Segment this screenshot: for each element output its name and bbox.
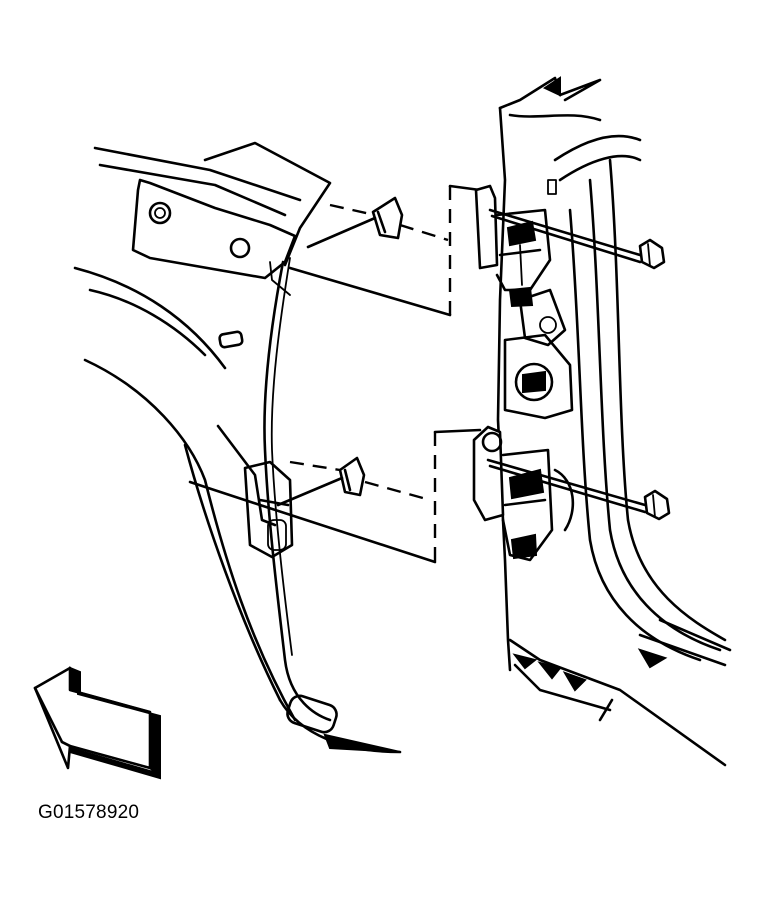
pillar-boss-icon bbox=[514, 362, 554, 402]
alignment-lines bbox=[288, 184, 482, 565]
upper-hinge-leaf bbox=[306, 196, 404, 249]
panel-hole-icon bbox=[148, 201, 172, 225]
upper-body-hinge bbox=[474, 184, 552, 308]
lower-body-hinge bbox=[472, 425, 575, 562]
door-panel bbox=[73, 141, 437, 754]
figure-id-label: G01578920 bbox=[38, 802, 140, 823]
forward-arrow-icon bbox=[33, 666, 161, 780]
lower-hinge-leaf bbox=[276, 456, 366, 507]
body-pillar bbox=[496, 76, 732, 767]
upper-bolt-icon bbox=[488, 208, 666, 270]
lower-bolt-icon bbox=[486, 458, 671, 521]
